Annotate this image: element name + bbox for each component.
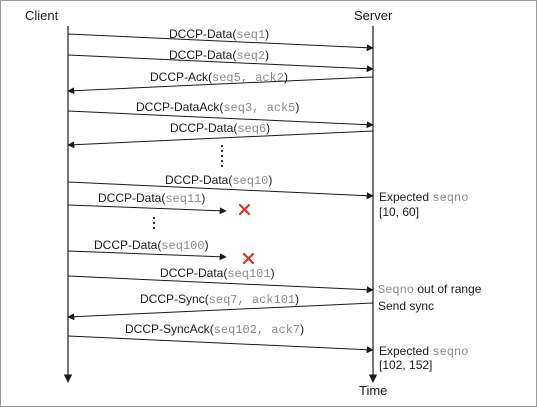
message-label-dataack: DCCP-DataAck(seq3, ack5): [136, 100, 299, 115]
message-arrow-seq2: [67, 54, 374, 73]
server-note-out-of-range: Seqno out of range: [378, 282, 482, 297]
server-note-expected-1: Expected seqno: [379, 190, 468, 205]
message-label-seq10: DCCP-Data(seq10): [165, 173, 272, 188]
message-arrow-seq6: [67, 130, 374, 149]
message-label-seq101: DCCP-Data(seq101): [160, 266, 275, 281]
message-label-seq6: DCCP-Data(seq6): [170, 121, 270, 136]
message-arrow-seq11-lost: [67, 204, 227, 215]
message-arrow-dataack: [67, 110, 374, 129]
message-label-seq2: DCCP-Data(seq2): [169, 48, 269, 63]
server-note-range-1: [10, 60]: [379, 205, 419, 219]
vertical-ellipsis: [220, 144, 224, 168]
time-axis-label: Time: [359, 383, 387, 398]
client-label: Client: [25, 8, 59, 23]
message-arrow-sync: [67, 302, 374, 321]
message-arrow-ack2: [67, 76, 374, 95]
message-label-syncack: DCCP-SyncAck(seq102, ack7): [125, 322, 304, 337]
message-arrow-syncack: [67, 335, 374, 354]
message-arrow-seq100-lost: [67, 250, 227, 261]
message-arrow-seq101: [67, 275, 374, 294]
message-label-seq1: DCCP-Data(seq1): [169, 27, 269, 42]
message-label-seq11: DCCP-Data(seq11): [98, 191, 205, 206]
vertical-ellipsis: [152, 216, 156, 230]
server-note-range-2: [102, 152]: [379, 358, 432, 372]
message-label-seq100: DCCP-Data(seq100): [94, 238, 209, 253]
server-label: Server: [354, 8, 393, 23]
server-note-expected-2: Expected seqno: [379, 344, 468, 359]
message-arrow-seq1: [67, 33, 374, 52]
message-arrow-seq10: [67, 181, 374, 200]
cross-mark-icon: [242, 252, 255, 265]
message-label-ack2: DCCP-Ack(seq5, ack2): [150, 70, 288, 85]
cross-mark-icon: [238, 203, 251, 216]
server-note-send-sync: Send sync: [378, 299, 434, 313]
message-label-sync: DCCP-Sync(seq7, ack101): [140, 292, 299, 307]
